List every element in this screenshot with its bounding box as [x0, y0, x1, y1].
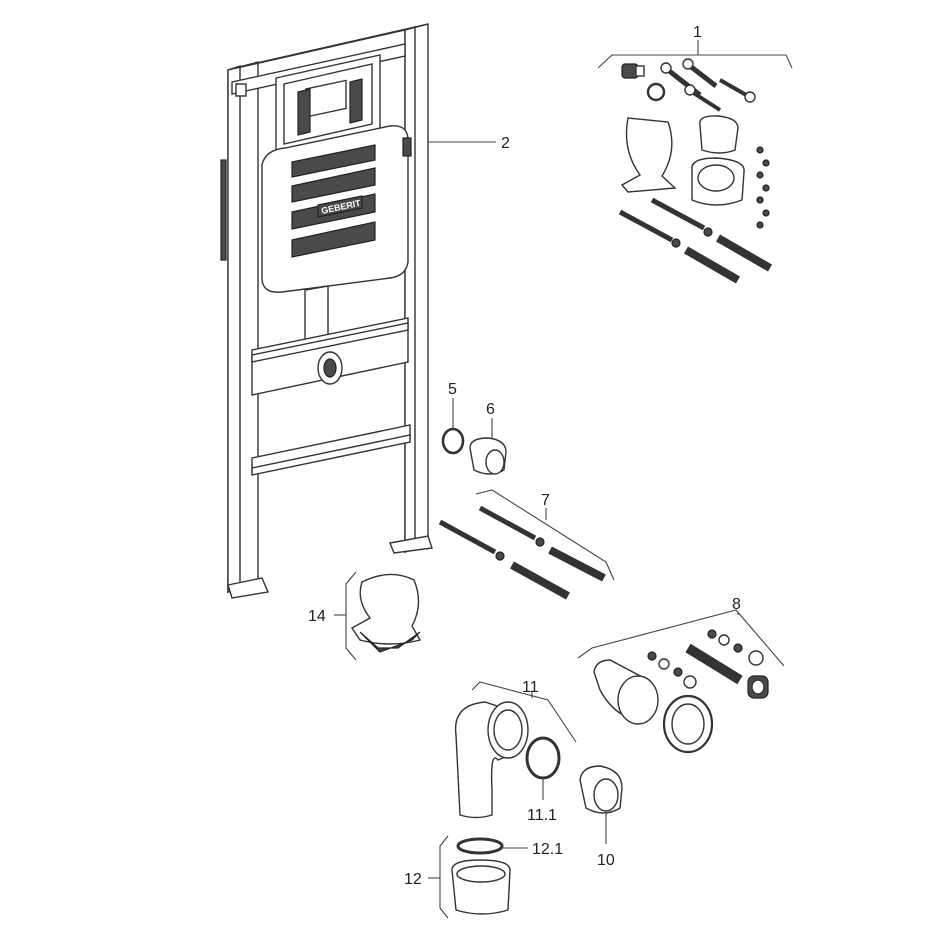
- connection-sleeve: [469, 437, 507, 475]
- callout-labels: 1 2 5 6 7 8 11 11.1 10 12.1 12 14: [308, 24, 741, 888]
- elbow-pipe: [454, 701, 529, 819]
- callout-8: 8: [732, 596, 741, 613]
- connection-set: [593, 629, 769, 754]
- seal-ring: [441, 427, 465, 455]
- callout-5: 5: [448, 381, 457, 398]
- installation-frame: GEBERIT: [220, 23, 433, 599]
- reducer-sleeve: [579, 765, 623, 814]
- fixing-kit: [618, 58, 772, 284]
- callout-14: 14: [308, 608, 326, 625]
- callout-1: 1: [693, 24, 702, 41]
- bolt: [719, 78, 756, 103]
- callout-6: 6: [486, 401, 495, 418]
- screw-set: [756, 146, 770, 229]
- callout-7: 7: [541, 492, 550, 509]
- bolt: [682, 58, 718, 88]
- callout-10: 10: [597, 852, 615, 869]
- callout-12: 12: [404, 871, 422, 888]
- callout-2: 2: [501, 135, 510, 152]
- callout-12-1: 12.1: [532, 841, 563, 858]
- leader-lines: [334, 40, 793, 919]
- bolt: [684, 84, 722, 112]
- threaded-rod-set: [438, 505, 606, 600]
- elbow-seal-ring: [525, 736, 561, 780]
- seal-12-1: [456, 837, 504, 855]
- callout-11-1: 11.1: [527, 807, 557, 824]
- callout-11: 11: [522, 679, 539, 696]
- pipe-bracket: [350, 573, 422, 653]
- pipe-adapter: [451, 859, 511, 915]
